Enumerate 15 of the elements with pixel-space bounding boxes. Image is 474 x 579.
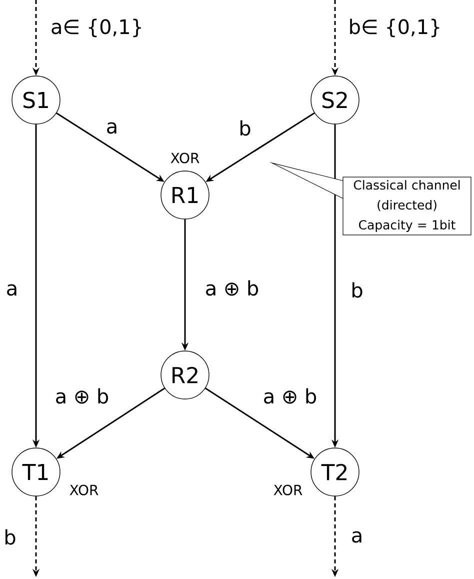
edge-label: b (6, 529, 16, 545)
edge-label: a (7, 284, 16, 296)
node-note: XOR (274, 484, 302, 496)
edge-label: a (107, 122, 116, 134)
edge-label: b (352, 282, 362, 298)
callout-box: Classical channel (directed) Capacity = 1bit (269, 162, 472, 236)
edge-label: a (352, 531, 362, 543)
node-note: XOR (170, 152, 200, 164)
node-note: XOR (70, 484, 98, 496)
edge-label: a ⊕ b (264, 388, 316, 404)
edge-label: b (240, 120, 250, 136)
edge-label: a ⊕ b (206, 280, 258, 296)
edge-label: a ⊕ b (56, 388, 108, 404)
edge-label: a∈ {0,1} (52, 18, 141, 38)
edge-label: b∈ {0,1} (350, 18, 440, 38)
